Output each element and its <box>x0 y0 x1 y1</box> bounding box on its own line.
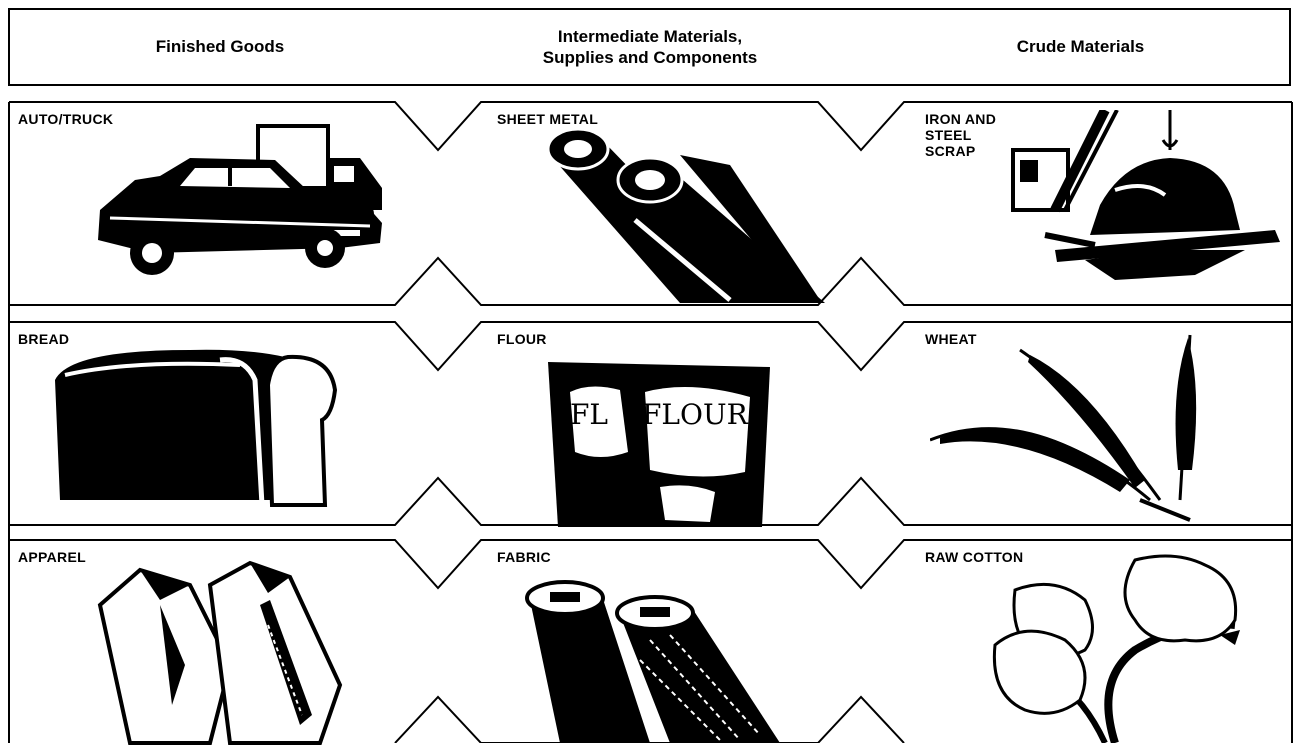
shirts-icon <box>90 555 360 745</box>
cotton-plant-icon <box>985 550 1265 743</box>
crane-scrap-icon <box>995 110 1290 300</box>
flour-bag-text-right: FLOUR <box>642 398 749 431</box>
fabric-rolls-icon <box>520 580 810 743</box>
car-truck-icon <box>90 118 390 298</box>
sheet-metal-rolls-icon <box>530 125 830 305</box>
bread-loaf-icon <box>40 345 340 510</box>
label-apparel: APPAREL <box>18 549 86 565</box>
label-flour: FLOUR <box>497 331 547 347</box>
flour-bag-icon: FL FLOUR <box>540 352 780 527</box>
wheat-stalks-icon <box>930 330 1230 525</box>
label-fabric: FABRIC <box>497 549 551 565</box>
flour-bag-text-left: FL <box>570 398 608 431</box>
